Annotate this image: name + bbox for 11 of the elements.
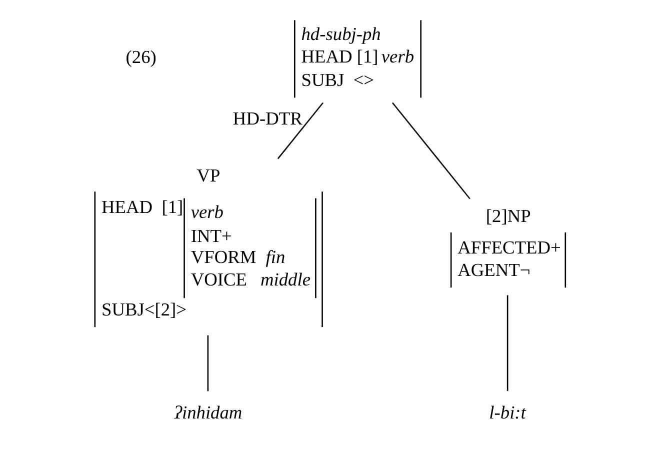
connector [392,102,470,199]
node-text: hd-subj-ph HEAD [1] verb SUBJ <> [300,24,414,90]
node-text: [2]NP AFFECTED+ AGENT¬ [457,206,560,280]
connector [276,102,324,159]
connector [506,294,508,390]
node-text: VP HEAD [1] verb INT+ VFORM fin VOICE middle SUBJ<[2]> [100,164,310,319]
label: (26) [125,46,156,67]
edge-label: HD-DTR [232,108,302,128]
node-text: l-bi:t [488,402,526,422]
connector [206,334,208,391]
node-text: ʔinhidam [174,402,242,422]
